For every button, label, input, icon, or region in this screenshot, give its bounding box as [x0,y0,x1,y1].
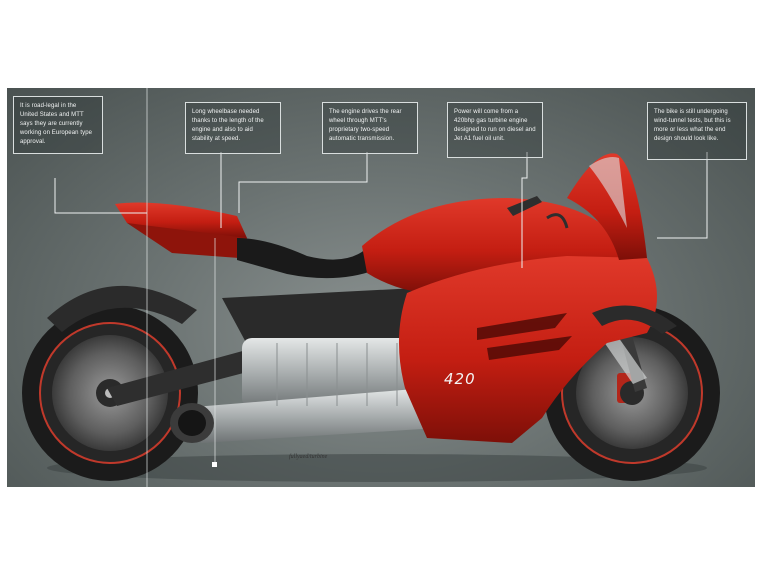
motorcycle-illustration: It is road-legal in the United States an… [7,88,755,487]
artist-signature: fullyaed/turbine [289,454,328,460]
nose-fairing [567,153,647,260]
callout-wind-tunnel: The bike is still undergoing wind-tunnel… [647,102,747,160]
callout-long-wheelbase: Long wheelbase needed thanks to the leng… [185,102,281,154]
swing-arm [107,343,282,406]
tail-fairing [115,202,247,238]
windscreen [589,157,627,228]
model-badge: 420 [444,370,476,388]
callout-leaders [54,152,708,268]
callout-road-legal: It is road-legal in the United States an… [13,96,103,154]
motorcycle-graphic [22,88,720,487]
fuel-tank [362,198,622,294]
seat [237,238,375,279]
callout-power: Power will come from a 420bhp gas turbin… [447,102,543,158]
ground-shadow [47,454,707,482]
callout-transmission: The engine drives the rear wheel through… [322,102,418,154]
